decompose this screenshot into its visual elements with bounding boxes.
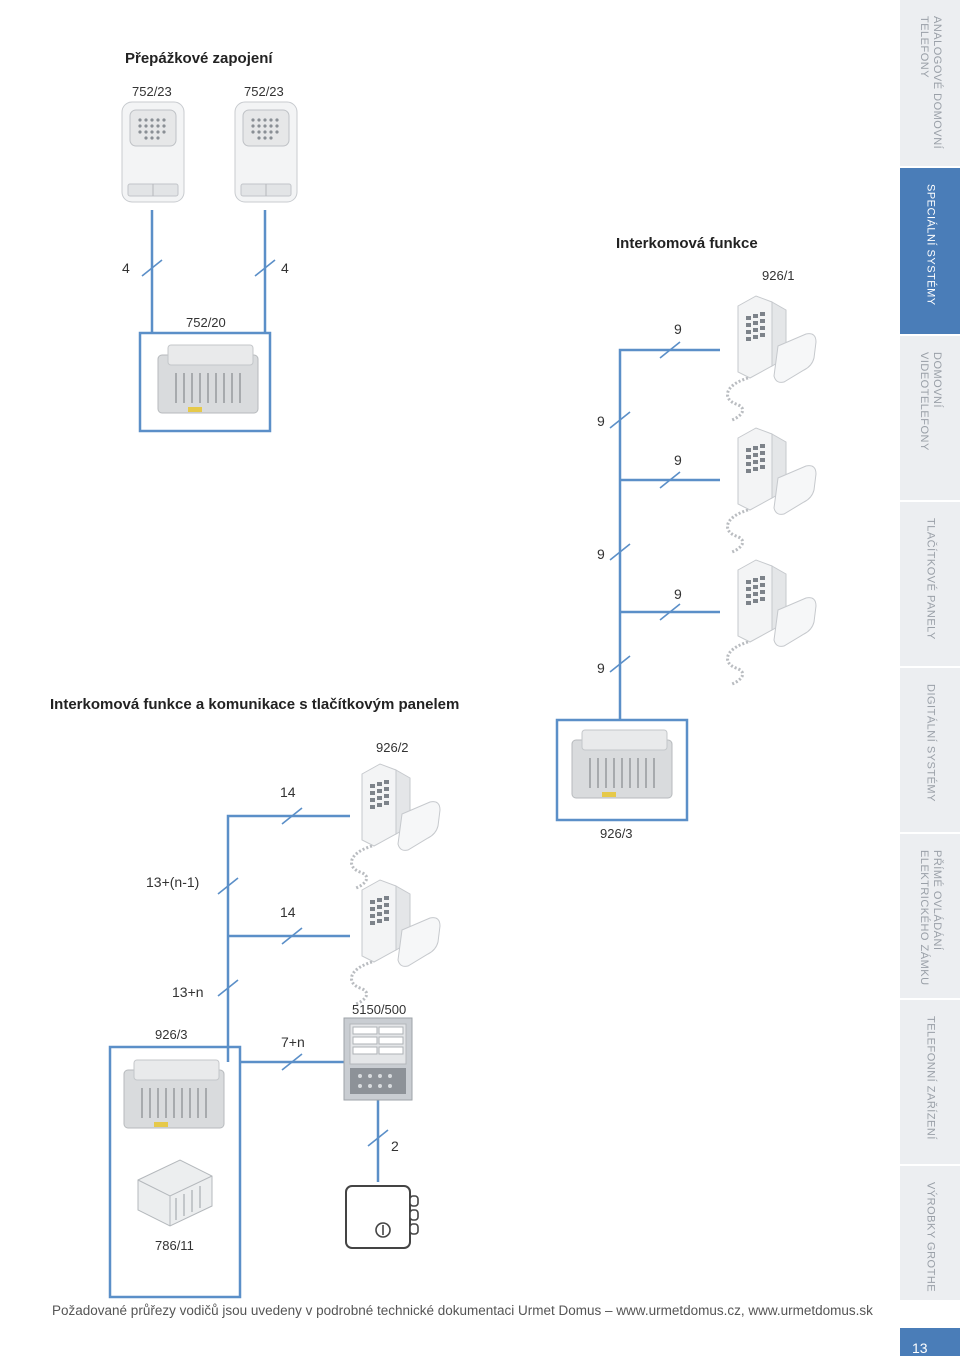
wire-count: 9 [674, 452, 682, 468]
module-752-20 [157, 344, 259, 414]
module-926-3-a [571, 729, 673, 799]
tab-video-door-phones[interactable]: DOMOVNÍ VIDEOTELEFONY [900, 336, 960, 502]
wire-count: 9 [597, 413, 605, 429]
page-number: 13 [912, 1340, 928, 1356]
tab-label: SPECIÁLNÍ SYSTÉMY [924, 184, 937, 306]
label-handset-a: 752/23 [132, 84, 172, 99]
tab-label: DOMOVNÍ VIDEOTELEFONY [918, 352, 943, 451]
tab-analog-door-phones[interactable]: ANALOGOVÉ DOMOVNÍ TELEFONY [900, 0, 960, 168]
wire-count: 14 [280, 784, 296, 800]
tab-special-systems[interactable]: SPECIÁLNÍ SYSTÉMY [900, 168, 960, 336]
electric-lock [345, 1185, 419, 1249]
diagram-title-partition: Přepážkové zapojení [125, 50, 273, 67]
module-926-3-b [123, 1059, 225, 1129]
label-handset-b: 752/23 [244, 84, 284, 99]
footer-note: Požadované průřezy vodičů jsou uvedeny v… [52, 1303, 873, 1318]
desk-phone-926-1-b [725, 426, 818, 554]
wire-count: 9 [597, 546, 605, 562]
label-power-supply: 786/11 [155, 1238, 194, 1253]
label-module: 752/20 [186, 315, 226, 330]
page-number-box [900, 1328, 960, 1356]
power-supply-786-11 [137, 1159, 213, 1227]
wire-count: 4 [122, 260, 130, 276]
tab-label: TELEFONNÍ ZAŘÍZENÍ [924, 1016, 937, 1140]
wire-count: 2 [391, 1138, 399, 1154]
wire-count: 7+n [281, 1034, 305, 1050]
tab-label: DIGITÁLNÍ SYSTÉMY [924, 684, 937, 802]
push-button-panel [343, 1017, 413, 1101]
wire-count: 9 [597, 660, 605, 676]
label-phone: 926/1 [762, 268, 795, 283]
wire-count: 9 [674, 586, 682, 602]
tab-grothe-products[interactable]: VÝROBKY GROTHE [900, 1166, 960, 1302]
wire-count: 13+n [172, 984, 204, 1000]
label-module: 926/3 [600, 826, 633, 841]
tab-push-button-panels[interactable]: TLAČÍTKOVÉ PANELY [900, 502, 960, 668]
desk-phone-926-1-c [725, 558, 818, 686]
tab-label: ANALOGOVÉ DOMOVNÍ TELEFONY [918, 16, 943, 150]
tab-label: VÝROBKY GROTHE [924, 1182, 937, 1293]
wiring-diagram [108, 101, 818, 1299]
diagram-title-intercom: Interkomová funkce [616, 235, 758, 252]
desk-phone-926-2-a [349, 762, 442, 890]
tab-direct-lock-control[interactable]: PŘÍMÉ OVLÁDÁNÍ ELEKTRICKÉHO ZÁMKU [900, 834, 960, 1000]
tab-telephone-equipment[interactable]: TELEFONNÍ ZAŘÍZENÍ [900, 1000, 960, 1166]
handset-752-23-a [121, 101, 185, 203]
handset-752-23-b [234, 101, 298, 203]
desk-phone-926-2-b [349, 878, 442, 1006]
wire-count: 4 [281, 260, 289, 276]
label-phone: 926/2 [376, 740, 409, 755]
tab-digital-systems[interactable]: DIGITÁLNÍ SYSTÉMY [900, 668, 960, 834]
tab-label: PŘÍMÉ OVLÁDÁNÍ ELEKTRICKÉHO ZÁMKU [918, 850, 943, 986]
tab-label: TLAČÍTKOVÉ PANELY [924, 518, 937, 640]
label-module: 926/3 [155, 1027, 188, 1042]
desk-phone-926-1-a [725, 294, 818, 422]
wire-count: 9 [674, 321, 682, 337]
wire-count: 14 [280, 904, 296, 920]
wire-count: 13+(n-1) [146, 874, 200, 890]
diagram-title-intercom-panel: Interkomová funkce a komunikace s tlačít… [50, 696, 460, 713]
label-panel: 5150/500 [352, 1002, 407, 1017]
